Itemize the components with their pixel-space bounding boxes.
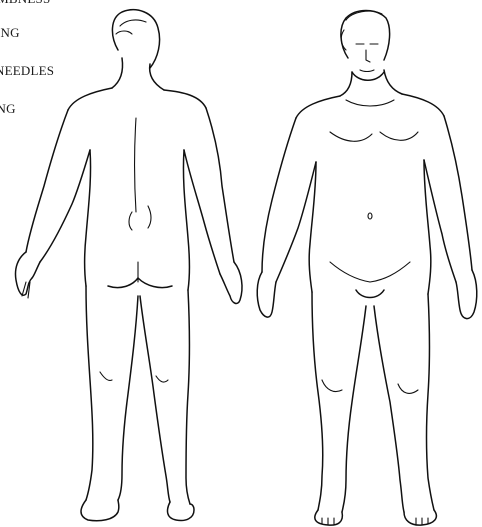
body-chart: NUMBNESS ING NEEDLES ING bbox=[0, 0, 482, 527]
human-body-front-icon[interactable] bbox=[0, 0, 482, 527]
